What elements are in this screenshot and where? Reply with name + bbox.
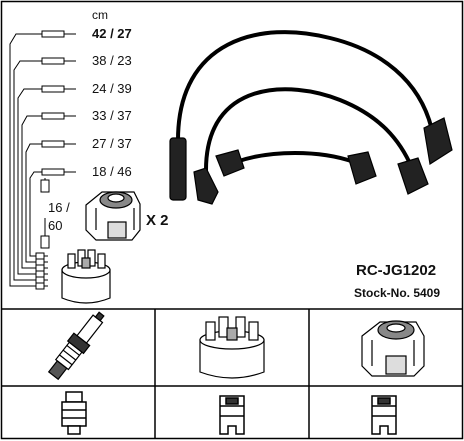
coil-lead-length-bottom: 60 <box>48 218 63 233</box>
coil-icon <box>361 320 425 377</box>
lead-bundle <box>9 33 46 287</box>
terminal-type-coil <box>371 395 397 435</box>
ignition-cables <box>176 30 434 172</box>
wire-length-1: 42 / 27 <box>92 26 132 41</box>
wire-length-6: 18 / 46 <box>92 164 132 179</box>
multiplier-label: X 2 <box>146 212 169 229</box>
stock-number: Stock-No. 5409 <box>354 286 441 300</box>
cable-boots <box>169 117 453 205</box>
wire-length-3: 24 / 39 <box>92 81 132 96</box>
coil-icon-small <box>85 191 141 241</box>
lead-connectors <box>35 30 76 290</box>
wire-length-2: 38 / 23 <box>92 53 132 68</box>
coil-lead-length-top: 16 / <box>48 200 70 215</box>
wire-length-5: 27 / 37 <box>92 136 132 151</box>
wire-length-4: 33 / 37 <box>92 108 132 123</box>
unit-label: cm <box>92 8 108 22</box>
spark-plug-icon <box>47 311 105 381</box>
terminal-type-distributor <box>219 395 245 435</box>
distributor-cap-icon <box>199 316 265 379</box>
part-number: RC-JG1202 <box>356 262 437 279</box>
terminal-type-plug <box>61 391 87 435</box>
distributor-cap-icon-small <box>61 249 111 304</box>
